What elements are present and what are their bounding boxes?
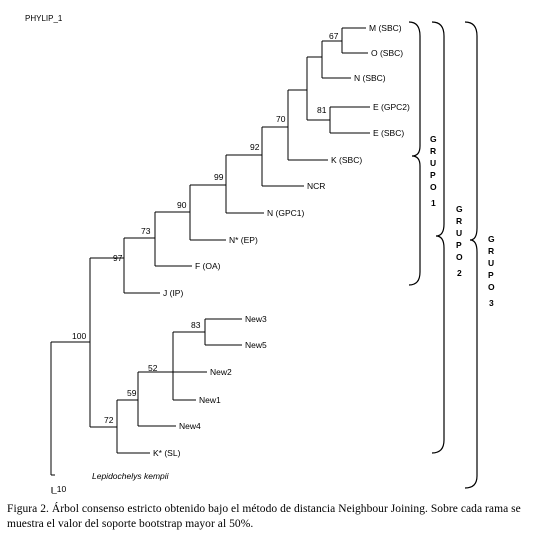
group-2-letter: R [456,216,462,226]
group-3-letter: O [488,282,495,292]
group-3-brace [464,21,478,489]
bootstrap-97: 97 [113,253,123,263]
taxon-label-n-sbc: N (SBC) [354,73,386,83]
group-3-letter: P [488,270,494,280]
taxon-label-nstar-ep: N* (EP) [229,235,258,245]
taxon-label-f-oa: F (OA) [195,261,221,271]
taxon-label-m-sbc: M (SBC) [369,23,402,33]
group-1-brace [408,21,421,286]
bootstrap-81: 81 [317,105,327,115]
group-1-letter: P [430,170,436,180]
bootstrap-99: 99 [214,172,224,182]
taxon-label-e-gpc2: E (GPC2) [373,102,410,112]
group-1-letter: R [430,146,436,156]
group-2-brace [431,21,445,454]
group-1-letter: O [430,182,437,192]
group-3-label: G R U P O 3 [488,234,495,308]
group-2-letter: O [456,252,463,262]
taxon-label-ncr: NCR [307,181,325,191]
group-1-letter: U [430,158,436,168]
taxon-label-new2: New2 [210,367,232,377]
taxon-label-new5: New5 [245,340,267,350]
group-3-letter: R [488,246,494,256]
group-3-letter: U [488,258,494,268]
taxon-label-j-ip: J (IP) [163,288,183,298]
program-header: PHYLIP_1 [25,14,63,23]
taxon-label-new3: New3 [245,314,267,324]
group-2-letter: U [456,228,462,238]
group-3-number: 3 [489,298,494,308]
bootstrap-100: 100 [72,331,86,341]
taxon-label-new4: New4 [179,421,201,431]
group-1-label: G R U P O 1 [430,134,437,208]
scale-label: _10 [51,484,66,494]
group-2-letter: G [456,204,463,214]
bootstrap-52: 52 [148,363,158,373]
taxon-label-kstar-sl: K* (SL) [153,448,181,458]
bootstrap-83: 83 [191,320,201,330]
taxon-label-k-sbc: K (SBC) [331,155,362,165]
taxon-label-n-gpc1: N (GPC1) [267,208,304,218]
group-2-label: G R U P O 2 [456,204,463,278]
bootstrap-72: 72 [104,415,114,425]
group-2-letter: P [456,240,462,250]
group-2-number: 2 [457,268,462,278]
taxon-label-new1: New1 [199,395,221,405]
bootstrap-90: 90 [177,200,187,210]
bootstrap-73: 73 [141,226,151,236]
taxon-label-e-sbc: E (SBC) [373,128,404,138]
group-1-letter: G [430,134,437,144]
group-3-letter: G [488,234,495,244]
bootstrap-70: 70 [276,114,286,124]
taxon-label-outgroup: Lepidochelys kempii [92,471,170,481]
bootstrap-92: 92 [250,142,260,152]
figure-caption: Figura 2. Árbol consenso estricto obteni… [7,503,521,530]
bootstrap-59: 59 [127,388,137,398]
taxon-label-o-sbc: O (SBC) [371,48,403,58]
group-1-number: 1 [431,198,436,208]
bootstrap-67: 67 [329,31,339,41]
